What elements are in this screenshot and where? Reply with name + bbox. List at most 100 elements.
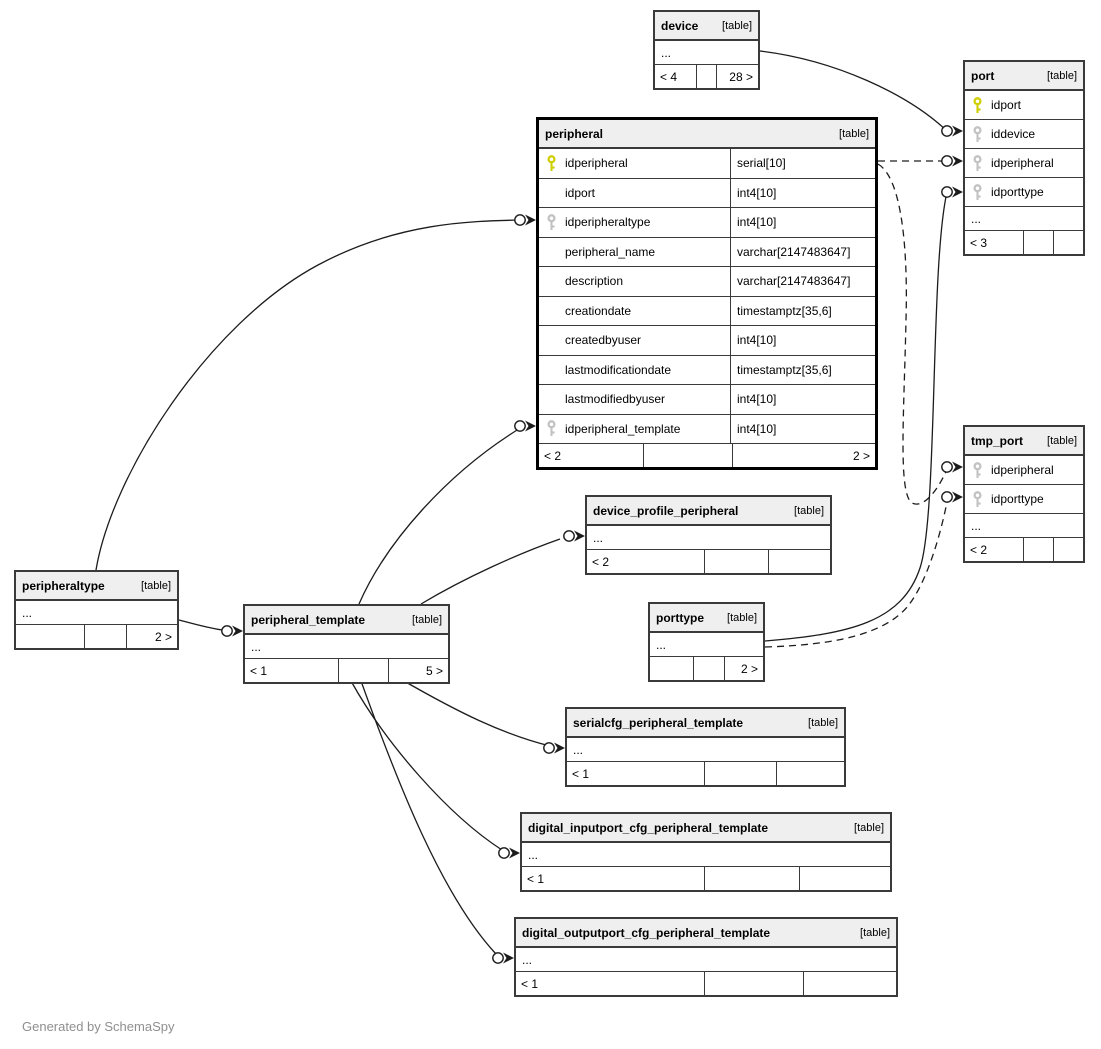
column-type: int4[10] [730,178,875,207]
table-node-porttype[interactable]: porttype[table]...2 > [648,602,765,682]
table-row-more: ... [965,207,1083,231]
footer-middle-cell [339,659,389,682]
footer-children-count [777,762,844,785]
column-name: description [565,274,624,289]
relationship-template-digout [360,680,497,955]
table-title: tmp_port [971,433,1023,448]
footer-children-count: 2 > [740,661,758,676]
connector-circle-icon [941,155,953,167]
column-type: int4[10] [730,208,875,237]
column-row-idperipheral: idperipheral [965,456,1083,485]
column-row-idporttype: idporttype [965,485,1083,514]
relationship-peripheraltype-peripheral [95,219,523,571]
column-name: createdbyuser [565,333,642,348]
footer-parents-count: < 2 [965,538,1024,561]
column-name: idperipheral [565,156,628,171]
ellipsis-label: ... [573,742,584,757]
footer-children-count [1054,538,1083,561]
footer-middle-cell [85,625,127,648]
footer-children-count [800,867,890,890]
connector-circle-icon [941,461,953,473]
column-name: lastmodifiedbyuser [565,392,666,407]
table-title: peripheral [545,126,604,141]
table-title: device [661,18,699,33]
fk-key-icon [973,183,982,200]
relationship-template-dpp [420,538,561,605]
table-header[interactable]: porttype[table] [650,604,763,633]
relationship-peripheral-tmpport-implied [877,163,949,505]
crowfoot-arrow-icon [952,461,963,473]
column-name: idperipheral_template [565,421,681,436]
ellipsis-label: ... [593,530,604,545]
table-tag: [table] [141,579,171,592]
footer-parents-count [650,657,694,680]
footer-middle-cell [705,867,800,890]
table-node-serialcfg_peripheral_template[interactable]: serialcfg_peripheral_template[table]... <… [565,707,846,787]
table-node-digital_inputport_cfg_peripheral_template[interactable]: digital_inputport_cfg_peripheral_templat… [520,812,892,892]
crowfoot-arrow-icon [952,125,963,137]
table-title: port [971,68,995,83]
pk-key-icon [547,154,556,171]
connector-circle-icon [514,420,526,432]
column-name: idperipheral [991,463,1054,477]
table-header[interactable]: port[table] [965,62,1083,91]
table-header[interactable]: device [table] [655,12,758,41]
column-row-idport: idport [965,91,1083,120]
column-name: idperipheral [991,156,1054,170]
table-node-device_profile_peripheral[interactable]: device_profile_peripheral[table]...< 2 [585,495,832,575]
table-header[interactable]: serialcfg_peripheral_template[table] [567,709,844,738]
table-footer: < 1 [567,762,844,785]
footer-children-count [769,550,830,573]
footer-children-count [1054,231,1083,254]
column-row-idperipheral: idperipheral [965,149,1083,178]
footer-children-count: 2 > [154,629,172,644]
fk-key-icon [973,125,982,142]
column-type: varchar[2147483647] [730,237,875,266]
table-tag: [table] [722,19,752,32]
table-tag: [table] [860,926,890,939]
table-header[interactable]: digital_inputport_cfg_peripheral_templat… [522,814,890,843]
column-row-iddevice: iddevice [965,120,1083,149]
relationship-peripheraltype-template [178,619,223,631]
table-header[interactable]: peripheral [table] [539,120,875,149]
fk-key-icon [973,154,982,171]
table-header[interactable]: device_profile_peripheral[table] [587,497,830,526]
table-row-more: ... [516,948,896,972]
table-row-more: ... [655,41,758,65]
table-node-port[interactable]: port[table] idport iddevice idperipheral idp… [963,60,1085,256]
footer-parents-count: < 2 [539,444,644,467]
table-header[interactable]: digital_outputport_cfg_peripheral_templa… [516,919,896,948]
table-node-peripheraltype[interactable]: peripheraltype[table]... 2 > [14,570,179,650]
table-tag: [table] [839,127,869,140]
ellipsis-label: ... [22,605,33,620]
table-title: porttype [656,610,704,625]
column-name: peripheral_name [565,244,656,259]
column-type: serial[10] [730,149,875,178]
footer-middle-cell [694,657,725,680]
column-row-idporttype: idporttype [965,178,1083,207]
column-name: creationdate [565,303,632,318]
column-name: idport [991,98,1022,112]
column-row-peripheral_name: peripheral_name varchar[2147483647] [539,237,875,267]
table-header[interactable]: peripheral_template[table] [245,606,448,635]
footer-parents-count: < 1 [516,972,705,995]
table-header[interactable]: tmp_port[table] [965,427,1083,456]
table-node-digital_outputport_cfg_peripheral_template[interactable]: digital_outputport_cfg_peripheral_templa… [514,917,898,997]
column-name: iddevice [991,127,1036,141]
table-header[interactable]: peripheraltype[table] [16,572,177,601]
crowfoot-arrow-icon [503,952,514,964]
table-row-more: ... [567,738,844,762]
footer-children-count [804,972,896,995]
crowfoot-arrow-icon [952,491,963,503]
